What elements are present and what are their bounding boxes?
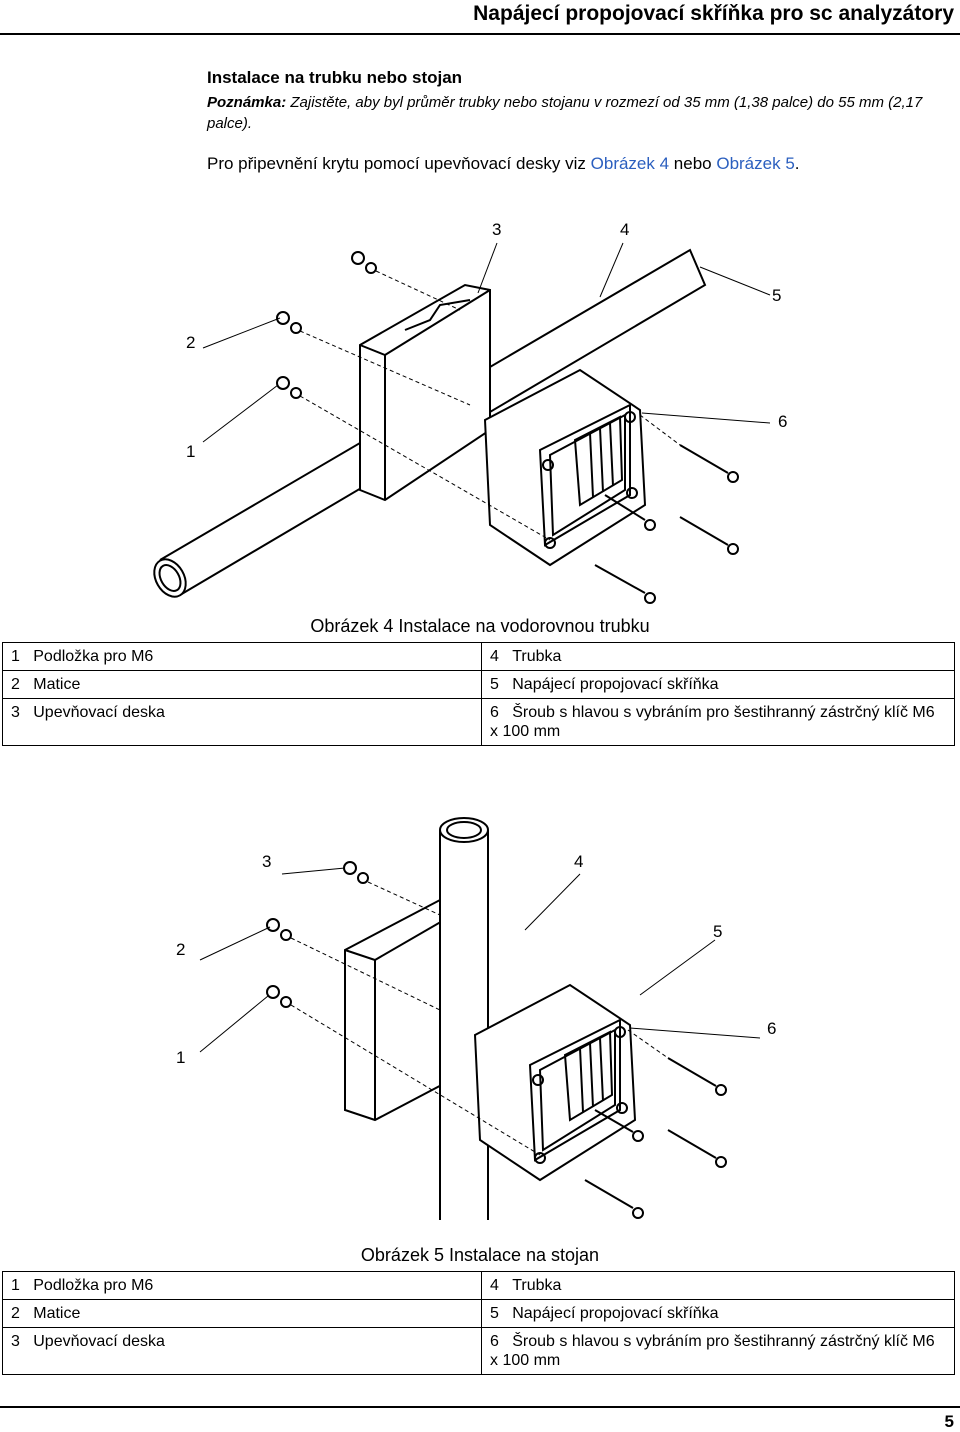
table-row: 2 Matice 5 Napájecí propojovací skříňka [2,1299,955,1328]
legend-number: 2 [11,676,20,693]
table-row: 1 Podložka pro M6 4 Trubka [2,1271,955,1300]
link-figure-5[interactable]: Obrázek 5 [716,154,795,173]
legend-text: Podložka pro M6 [33,648,154,665]
page-header-title: Napájecí propojovací skříňka pro sc anal… [473,2,954,25]
note: Poznámka: Zajistěte, aby byl průměr trub… [207,92,927,134]
legend-text: Upevňovací deska [33,704,165,721]
header-rule [0,33,960,35]
legend-text: Podložka pro M6 [33,1277,154,1294]
legend-cell: 3 Upevňovací deska [2,698,482,746]
fig5-callout-4: 4 [574,852,583,871]
legend-cell: 6 Šroub s hlavou s vybráním pro šestihra… [481,698,955,746]
legend-text: Trubka [512,1277,562,1294]
para-mid: nebo [669,154,717,173]
figure-5-legend: 1 Podložka pro M6 4 Trubka 2 Matice 5 Na… [2,1271,955,1375]
legend-cell: 5 Napájecí propojovací skříňka [481,670,955,699]
legend-cell: 2 Matice [2,1299,482,1328]
figure-5-caption: Obrázek 5 Instalace na stojan [360,1245,600,1265]
fig5-callout-5: 5 [713,922,722,941]
legend-text: Upevňovací deska [33,1333,165,1350]
legend-number: 3 [11,704,20,721]
figure-5-illustration: 1 2 3 4 5 6 [176,817,776,1220]
figure-4-illustration: 1 2 3 4 5 6 [153,220,787,604]
legend-number: 4 [490,648,499,665]
fig4-callout-6: 6 [778,412,787,431]
legend-cell: 5 Napájecí propojovací skříňka [481,1299,955,1328]
note-text: Zajistěte, aby byl průměr trubky nebo st… [207,94,923,132]
reference-paragraph: Pro připevnění krytu pomocí upevňovací d… [207,154,800,174]
legend-number: 1 [11,648,20,665]
legend-text: Napájecí propojovací skříňka [512,1305,719,1322]
legend-number: 3 [11,1333,20,1350]
legend-cell: 4 Trubka [481,1271,955,1300]
fig4-callout-1: 1 [186,442,195,461]
legend-text: Matice [33,676,81,693]
fig5-callout-6: 6 [767,1019,776,1038]
legend-number: 5 [490,676,499,693]
legend-number: 2 [11,1305,20,1322]
fig5-callout-1: 1 [176,1048,185,1067]
legend-text: Trubka [512,648,562,665]
figure-4-legend: 1 Podložka pro M6 4 Trubka 2 Matice 5 Na… [2,642,955,746]
table-row: 1 Podložka pro M6 4 Trubka [2,642,955,671]
legend-text: Matice [33,1305,81,1322]
section-heading: Instalace na trubku nebo stojan [207,68,463,87]
fig4-callout-2: 2 [186,333,195,352]
para-prefix: Pro připevnění krytu pomocí upevňovací d… [207,154,591,173]
legend-number: 6 [490,704,499,721]
legend-cell: 6 Šroub s hlavou s vybráním pro šestihra… [481,1327,955,1375]
page-number: 5 [944,1412,954,1431]
legend-cell: 1 Podložka pro M6 [2,1271,482,1300]
legend-number: 1 [11,1277,20,1294]
fig4-callout-3: 3 [492,220,501,239]
legend-text: Napájecí propojovací skříňka [512,676,719,693]
table-row: 3 Upevňovací deska 6 Šroub s hlavou s vy… [2,1327,955,1375]
legend-cell: 3 Upevňovací deska [2,1327,482,1375]
table-row: 3 Upevňovací deska 6 Šroub s hlavou s vy… [2,698,955,746]
fig5-callout-3: 3 [262,852,271,871]
legend-cell: 1 Podložka pro M6 [2,642,482,671]
legend-cell: 2 Matice [2,670,482,699]
legend-text: Šroub s hlavou s vybráním pro šestihrann… [490,1333,935,1369]
legend-cell: 4 Trubka [481,642,955,671]
legend-number: 4 [490,1277,499,1294]
fig4-callout-5: 5 [772,286,781,305]
fig4-callout-4: 4 [620,220,629,239]
para-suffix: . [794,154,800,173]
legend-text: Šroub s hlavou s vybráním pro šestihrann… [490,704,935,740]
footer-rule [0,1406,960,1408]
note-label: Poznámka: [207,94,287,111]
link-figure-4[interactable]: Obrázek 4 [590,154,670,173]
fig5-callout-2: 2 [176,940,185,959]
table-row: 2 Matice 5 Napájecí propojovací skříňka [2,670,955,699]
legend-number: 6 [490,1333,499,1350]
figure-4-caption: Obrázek 4 Instalace na vodorovnou trubku [310,616,650,636]
legend-number: 5 [490,1305,499,1322]
